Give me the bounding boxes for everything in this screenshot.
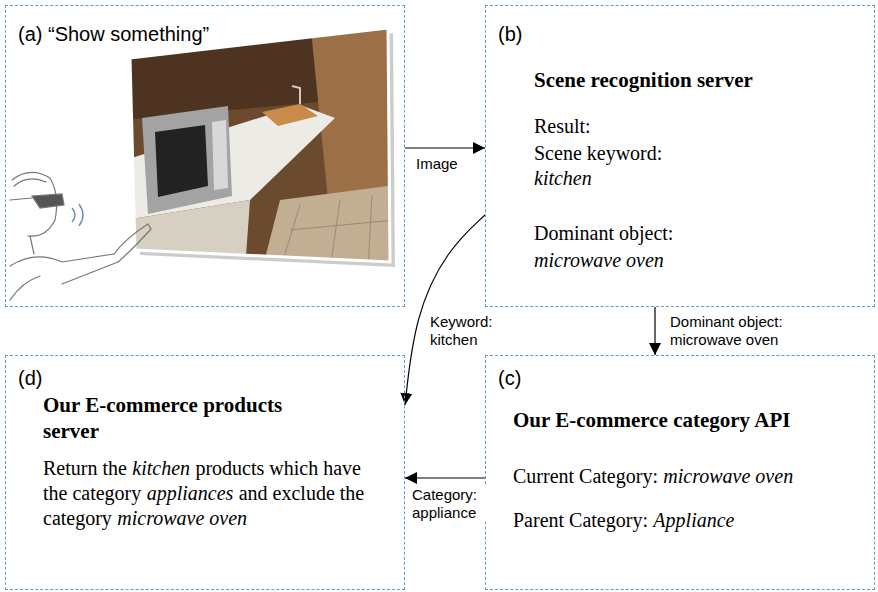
panel-text: microwave oven <box>117 507 247 529</box>
edge-label: Image <box>414 155 460 173</box>
person-arm-lower <box>62 262 118 284</box>
panel-heading: Scene recognition server <box>534 68 753 92</box>
panel-text: (a) “Show something” <box>18 23 209 45</box>
panel-text: Result: <box>534 115 591 137</box>
text-line: (d) <box>18 366 42 390</box>
sound-wave <box>72 208 75 222</box>
photo-microwave-window <box>155 125 208 197</box>
photo-wall <box>125 20 395 270</box>
person-sketch <box>10 172 151 300</box>
flow-arrow <box>405 477 485 478</box>
person-hand <box>114 224 151 262</box>
text-line: Return thekitchenproducts which have the… <box>43 456 378 531</box>
edge-label: Category: appliance <box>410 486 486 522</box>
kitchen-photo <box>125 20 395 270</box>
panel-text: kitchen <box>534 167 592 189</box>
text-line: (a) “Show something” <box>18 22 209 46</box>
edge-label: Keyword: kitchen <box>428 313 507 349</box>
panel-text: Return the <box>43 457 127 479</box>
text-line: Scene recognition server <box>534 68 753 93</box>
person-arm-upper <box>10 254 114 266</box>
text-line: microwave oven <box>534 248 664 272</box>
person-hair <box>14 179 46 186</box>
panel-text: Parent Category: <box>513 509 648 531</box>
api-panel: (c) Our E-commerce category API Current Ca… <box>485 355 875 590</box>
panel-text: (d) <box>18 367 42 389</box>
edge-label: Dominant object: microwave oven <box>668 313 812 349</box>
text-line: (c) <box>498 366 521 390</box>
photo-microwave <box>142 106 232 214</box>
flow-arrow <box>405 215 485 405</box>
input-panel: (a) “Show something” <box>5 5 405 307</box>
panel-heading: Our E-commerce products server <box>43 393 282 443</box>
flow-arrow <box>654 307 655 355</box>
panel-text: appliances <box>147 482 234 504</box>
person-torso <box>10 276 40 300</box>
sound-wave <box>79 204 83 226</box>
photo-counter-front <box>125 200 250 270</box>
text-line: Parent Category:Appliance <box>513 508 734 532</box>
panel-text: Scene keyword: <box>534 142 662 164</box>
server-panel: (b) Scene recognition serverResult: Scene … <box>485 5 875 307</box>
text-line: Our E-commerce category API <box>513 408 790 433</box>
photo-border <box>130 28 390 262</box>
text-line: Result: <box>534 114 591 138</box>
text-line: Dominant object: <box>534 221 673 245</box>
panel-text: Dominant object: <box>534 222 673 244</box>
panel-text: (c) <box>498 367 521 389</box>
panel-text: Appliance <box>653 509 734 531</box>
glasses <box>32 194 64 208</box>
panel-heading: Our E-commerce category API <box>513 408 790 432</box>
photo-counter <box>125 105 335 220</box>
text-line: kitchen <box>534 166 592 190</box>
text-line: Scene keyword: <box>534 141 662 165</box>
text-line: (b) <box>498 22 522 46</box>
flow-arrow <box>405 147 485 148</box>
text-line: Our E-commerce products server <box>43 392 343 445</box>
photo-sink <box>262 104 318 126</box>
photo-microwave-panel <box>212 120 228 190</box>
text-line: Current Category:microwave oven <box>513 464 793 488</box>
glasses-strap <box>10 198 32 200</box>
panel-text: (b) <box>498 23 522 45</box>
products-panel: (d)Our E-commerce products serverReturn … <box>5 355 405 590</box>
photo-faucet <box>292 86 300 104</box>
panel-text: kitchen <box>132 457 190 479</box>
sound-waves <box>72 204 83 226</box>
person-neck <box>30 236 34 254</box>
panel-text: microwave oven <box>663 465 793 487</box>
panel-text: Current Category: <box>513 465 658 487</box>
panel-text: microwave oven <box>534 249 664 271</box>
